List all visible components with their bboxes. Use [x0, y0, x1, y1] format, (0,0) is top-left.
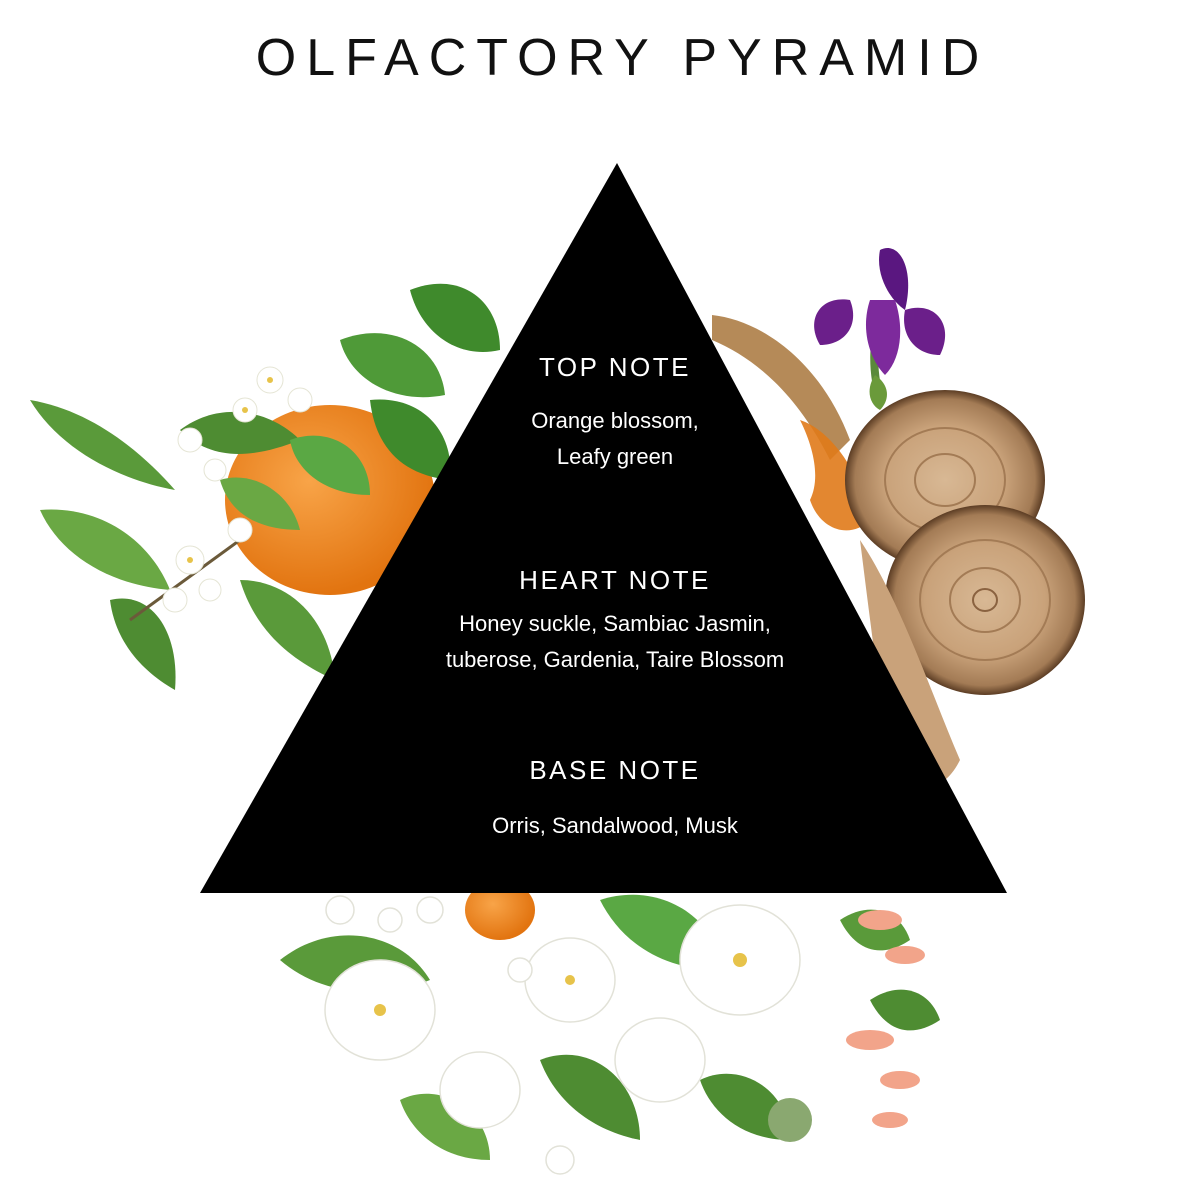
honeysuckle-icon [768, 909, 940, 1142]
iris-flower-icon [814, 248, 946, 410]
heart-note-section: HEART NOTE Honey suckle, Sambiac Jasmin,… [260, 565, 970, 678]
heart-note-line-2: tuberose, Gardenia, Taire Blossom [445, 647, 785, 672]
heart-note-body: Honey suckle, Sambiac Jasmin, tuberose, … [260, 606, 970, 678]
top-note-heading: TOP NOTE [539, 352, 691, 382]
pyramid-triangle [200, 163, 1007, 893]
heart-note-heading: HEART NOTE [519, 565, 711, 595]
heart-note-line-1: Honey suckle, Sambiac Jasmin, [459, 611, 771, 636]
top-note-section: TOP NOTE Orange blossom, Leafy green [260, 352, 970, 475]
base-note-line-1: Orris, Sandalwood, Musk [492, 813, 738, 838]
white-flowers-cluster-icon [280, 880, 801, 1175]
orange-blossom-branch-icon [30, 366, 435, 690]
orange-fruit-icon [225, 405, 435, 595]
mint-leaves-icon [290, 283, 500, 495]
page-title: OLFACTORY PYRAMID [255, 29, 990, 87]
sandalwood-stick-icon [712, 315, 850, 460]
top-note-line-1: Orange blossom, [531, 408, 699, 433]
base-note-section: BASE NOTE Orris, Sandalwood, Musk [260, 755, 970, 844]
sandalwood-slices-icon [845, 390, 1085, 695]
base-note-body: Orris, Sandalwood, Musk [260, 808, 970, 844]
base-note-heading: BASE NOTE [529, 755, 701, 785]
top-note-body: Orange blossom, Leafy green [260, 403, 970, 475]
top-note-line-2: Leafy green [556, 444, 674, 469]
